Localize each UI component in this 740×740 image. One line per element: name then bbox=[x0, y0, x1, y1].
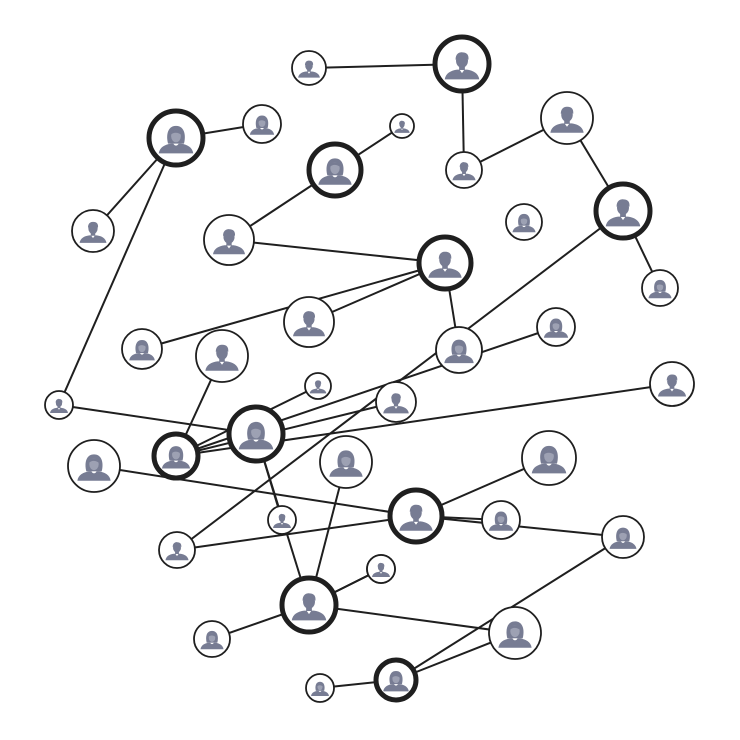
node-n16-leaf[interactable] bbox=[435, 326, 483, 374]
edge-n22-n23 bbox=[58, 404, 257, 435]
node-n36-leaf[interactable] bbox=[193, 620, 231, 658]
node-n24-leaf[interactable] bbox=[649, 361, 695, 407]
node-n38-hub[interactable] bbox=[373, 657, 419, 703]
node-n28-leaf[interactable] bbox=[319, 435, 373, 489]
node-n32-leaf[interactable] bbox=[601, 515, 645, 559]
edge-n21-n25 bbox=[175, 401, 397, 457]
node-n7-hub[interactable] bbox=[306, 141, 364, 199]
node-n4-leaf[interactable] bbox=[445, 151, 483, 189]
node-n6-leaf[interactable] bbox=[540, 91, 594, 145]
node-n20-leaf[interactable] bbox=[304, 372, 332, 400]
node-n5-leaf[interactable] bbox=[242, 104, 282, 144]
node-n15-hub[interactable] bbox=[416, 234, 474, 292]
node-n17-leaf[interactable] bbox=[121, 328, 163, 370]
node-n8-leaf[interactable] bbox=[389, 113, 415, 139]
edges bbox=[58, 63, 673, 689]
node-n9-leaf[interactable] bbox=[203, 214, 255, 266]
edge-n35-n37 bbox=[308, 604, 516, 634]
node-n29-leaf[interactable] bbox=[67, 439, 121, 493]
node-n19-leaf[interactable] bbox=[536, 307, 576, 347]
node-n12-leaf[interactable] bbox=[505, 203, 543, 241]
node-n30-hub[interactable] bbox=[387, 487, 445, 545]
node-n40-leaf[interactable] bbox=[366, 554, 396, 584]
node-n1-leaf[interactable] bbox=[291, 50, 327, 86]
node-n33-leaf[interactable] bbox=[158, 531, 196, 569]
node-n22-leaf[interactable] bbox=[44, 390, 74, 420]
node-n31-leaf[interactable] bbox=[481, 500, 521, 540]
node-n35-hub[interactable] bbox=[279, 575, 339, 635]
node-n26-leaf[interactable] bbox=[267, 505, 297, 535]
edge-n30-n29 bbox=[93, 465, 417, 517]
node-n10-leaf[interactable] bbox=[71, 209, 115, 253]
node-n2-hub[interactable] bbox=[432, 34, 492, 94]
node-n37-leaf[interactable] bbox=[488, 606, 542, 660]
edge-n9-n15 bbox=[228, 239, 446, 264]
node-n23-hub[interactable] bbox=[226, 404, 286, 464]
node-n11-hub[interactable] bbox=[593, 181, 653, 241]
node-n27-leaf[interactable] bbox=[521, 430, 577, 486]
node-n39-leaf[interactable] bbox=[305, 673, 335, 703]
nodes bbox=[44, 34, 695, 703]
node-n25-hub[interactable] bbox=[151, 431, 201, 481]
node-n13-leaf[interactable] bbox=[641, 269, 679, 307]
node-n14-leaf[interactable] bbox=[283, 296, 335, 348]
node-n3-hub[interactable] bbox=[146, 108, 206, 168]
edge-n33-n30 bbox=[176, 515, 417, 551]
node-n21-leaf[interactable] bbox=[375, 381, 417, 423]
node-n18-leaf[interactable] bbox=[195, 329, 249, 383]
edge-n3-n22 bbox=[58, 137, 177, 406]
